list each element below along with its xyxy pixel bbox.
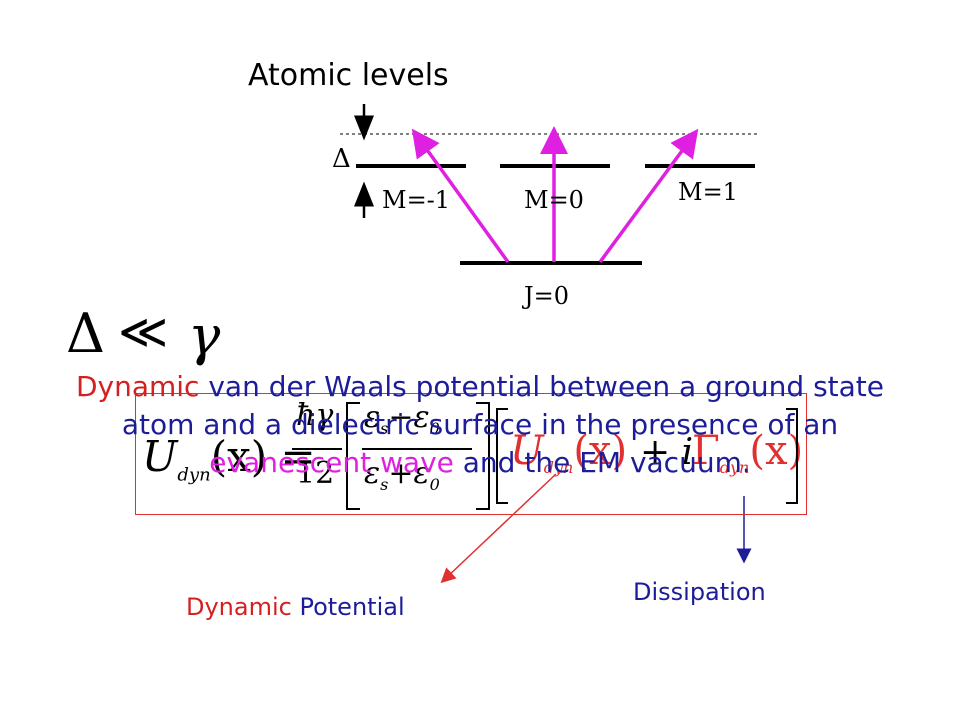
detuning-delta-label: Δ	[332, 144, 351, 174]
formula-rhs-u-arg: (x)	[573, 428, 628, 474]
formula-eps-bar	[362, 448, 472, 450]
formula-left-bracket	[346, 402, 360, 510]
formula-eps-plus: +	[388, 456, 414, 491]
formula-rhs-u-letter: U	[510, 428, 544, 474]
condition-delta: Δ	[66, 302, 105, 365]
formula-right-bracket	[476, 402, 490, 510]
level-label-m-0: M=0	[524, 186, 584, 214]
transition-arrow-m-plus1	[598, 128, 699, 264]
diagram-title: Atomic levels	[248, 58, 449, 93]
formula-lhs-sub: dyn	[177, 464, 211, 486]
formula-eps-numerator: εs−ε0	[364, 400, 440, 438]
formula-inner-left-bracket	[496, 408, 508, 504]
formula-rhs-gamma-sub: dyn	[719, 458, 750, 477]
dynamic-potential-arrow	[440, 473, 557, 584]
formula-rhs-gamma-arg: (x)	[749, 428, 804, 474]
transition-arrow-m-minus1	[411, 128, 510, 264]
description-evanescent: evanescent wave	[209, 446, 454, 479]
formula-lhs-arg: (x) =	[210, 432, 316, 481]
formula-rhs-u: Udyn(x)	[510, 428, 627, 477]
formula-eps-s-sub: s	[380, 419, 389, 438]
formula-rhs-u-sub: dyn	[543, 458, 574, 477]
formula-eps-0-den: ε	[413, 456, 430, 491]
dynamic-potential-label-potential: Potential	[291, 593, 405, 621]
level-label-j-0: J=0	[524, 282, 569, 310]
formula-rhs-gamma-letter: Γ	[692, 428, 720, 474]
formula-eps-denominator: εs+ε0	[364, 456, 440, 494]
formula-plus-i: + i	[640, 432, 694, 473]
description-main: van der Waals potential between a ground…	[121, 370, 885, 441]
dissipation-label: Dissipation	[633, 578, 766, 606]
condition-gamma: γ	[188, 304, 221, 367]
dynamic-potential-label-dynamic: Dynamic	[186, 593, 292, 621]
description-text: Dynamic van der Waals potential between …	[40, 368, 920, 482]
formula-lhs: Udyn(x) =	[142, 432, 316, 485]
formula-lhs-u: U	[142, 432, 178, 481]
dynamic-potential-label: Dynamic Potential	[186, 593, 405, 621]
formula-frac-den: 12	[296, 456, 335, 491]
formula-frac-bar	[292, 448, 342, 450]
formula-eps-s-den-sub: s	[380, 475, 389, 494]
formula-eps-0-sub: 0	[429, 419, 440, 438]
description-dynamic: Dynamic	[75, 370, 200, 403]
formula-eps-s: ε	[364, 400, 381, 435]
formula-eps-s-den: ε	[364, 456, 381, 491]
formula-eps-minus: −	[388, 400, 414, 435]
level-label-m-plus1: M=1	[678, 178, 738, 206]
formula-frac-num: ħγ	[296, 398, 334, 433]
formula-rhs-gamma: Γdyn(x)	[692, 428, 803, 477]
formula-eps-0-den-sub: 0	[429, 475, 440, 494]
formula-inner-right-bracket	[786, 408, 798, 504]
formula-eps-0: ε	[413, 400, 430, 435]
condition-relation: ≪	[118, 304, 169, 360]
level-label-m-minus1: M=-1	[382, 186, 451, 214]
formula-box	[135, 393, 807, 515]
description-end: and the EM vacuum.	[453, 446, 751, 479]
